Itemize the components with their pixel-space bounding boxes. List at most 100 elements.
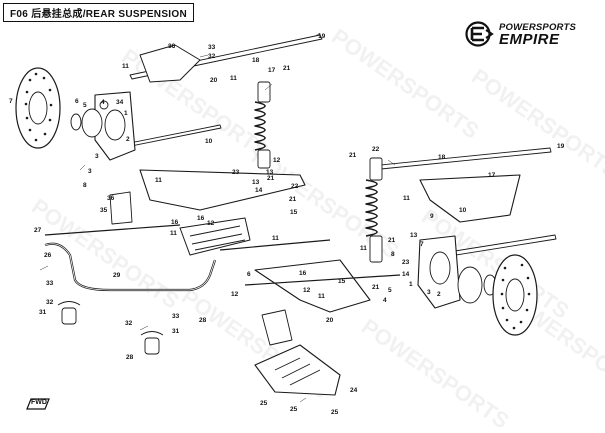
left-skid-plate — [179, 217, 251, 256]
callout: 15 — [338, 278, 346, 285]
callout: 21 — [388, 237, 396, 244]
callout: 18 — [252, 57, 260, 64]
left-a-arm — [139, 169, 306, 211]
callout: 6 — [247, 271, 251, 278]
callout: 6 — [75, 98, 79, 105]
fwd-label: FWD — [31, 399, 47, 406]
forward-direction-marker: FWD — [25, 397, 51, 411]
stabilizer-bushing-right — [140, 331, 164, 355]
callout: 5 — [388, 287, 392, 294]
right-knuckle — [417, 235, 497, 309]
callout: 12 — [303, 287, 311, 294]
diagram-title-box: F06 后悬挂总成/REAR SUSPENSION — [3, 3, 194, 22]
callout: 21 — [372, 284, 380, 291]
callout: 11 — [403, 195, 410, 202]
callout: 33 — [172, 313, 180, 320]
callout: 9 — [430, 213, 434, 220]
callout: 11 — [272, 235, 279, 242]
callout: 28 — [199, 317, 207, 324]
leader-lines — [39, 32, 396, 403]
callout: 32 — [46, 299, 54, 306]
bracket-bottom-center — [261, 309, 293, 346]
callout: 4 — [101, 99, 105, 106]
callout: 3 — [95, 153, 99, 160]
left-knuckle — [70, 91, 136, 161]
brand-name-bottom: EMPIRE — [499, 31, 560, 48]
callout: 1 — [409, 281, 413, 288]
callout: 24 — [350, 387, 358, 394]
callout: 2 — [126, 136, 130, 143]
center-trailing-arm — [254, 259, 371, 313]
watermark-text: POWERSPORTS — [357, 314, 514, 433]
long-bolt-upper-right — [379, 147, 552, 170]
callout: 20 — [210, 77, 218, 84]
callout: 33 — [208, 44, 216, 51]
callout: 7 — [9, 98, 13, 105]
callout: 7 — [420, 241, 424, 248]
callout-labels: 19 30 33 11 32 20 18 17 21 11 13 12 21 1… — [9, 33, 565, 416]
callout: 17 — [268, 67, 276, 74]
callout: 14 — [255, 187, 263, 194]
callout: 12 — [231, 291, 239, 298]
brand-logo: POWERSPORTS EMPIRE — [465, 20, 595, 50]
callout: 11 — [170, 230, 177, 237]
forward-arrow-icon — [26, 398, 50, 410]
callout: 11 — [122, 63, 129, 70]
callout: 35 — [100, 207, 108, 214]
callout: 21 — [349, 152, 357, 159]
brand-name-top: POWERSPORTS — [499, 22, 576, 33]
callout: 2 — [437, 291, 441, 298]
callout: 28 — [126, 354, 134, 361]
callout: 13 — [266, 169, 274, 176]
callout: 26 — [44, 252, 52, 259]
callout: 14 — [402, 271, 410, 278]
bracket-mid-left — [109, 191, 133, 225]
callout: 10 — [459, 207, 467, 214]
callout: 29 — [113, 272, 121, 279]
link-rod-center — [244, 274, 401, 286]
callout: 12 — [273, 157, 281, 164]
left-shock-absorber — [254, 81, 271, 169]
callout: 20 — [326, 317, 334, 324]
diagram-title: F06 后悬挂总成/REAR SUSPENSION — [10, 9, 187, 20]
right-brake-disc — [492, 254, 538, 336]
upper-bracket — [139, 44, 201, 83]
callout: 23 — [232, 169, 240, 176]
callout: 15 — [290, 209, 298, 216]
callout: 11 — [230, 75, 237, 82]
link-rod-mid — [219, 239, 331, 251]
callout: 31 — [172, 328, 180, 335]
callout: 12 — [207, 220, 215, 227]
callout: 31 — [39, 309, 47, 316]
callout: 16 — [171, 219, 179, 226]
callout: 22 — [291, 183, 299, 190]
callout: 16 — [299, 270, 307, 277]
stabilizer-bushing-left — [57, 301, 81, 325]
callout: 33 — [46, 280, 54, 287]
callout: 5 — [83, 102, 87, 109]
callout: 36 — [107, 195, 115, 202]
callout: 3 — [427, 289, 431, 296]
callout: 11 — [360, 245, 367, 252]
callout: 3 — [88, 168, 92, 175]
callout: 25 — [290, 406, 298, 413]
callout: 19 — [557, 143, 565, 150]
callout: 13 — [252, 179, 260, 186]
right-shock-absorber — [365, 157, 383, 263]
callout: 27 — [34, 227, 42, 234]
callout: 19 — [318, 33, 326, 40]
callout: 34 — [116, 99, 124, 106]
callout: 8 — [391, 251, 395, 258]
callout: 18 — [438, 154, 446, 161]
callout: 21 — [267, 175, 275, 182]
callout: 4 — [383, 297, 387, 304]
callout: 25 — [260, 400, 268, 407]
link-rod-left — [44, 224, 181, 236]
callout: 16 — [197, 215, 205, 222]
callout: 1 — [124, 110, 128, 117]
watermark-text: POWERSPORTS — [327, 24, 484, 144]
callout: 21 — [289, 196, 297, 203]
callout: 21 — [283, 65, 291, 72]
